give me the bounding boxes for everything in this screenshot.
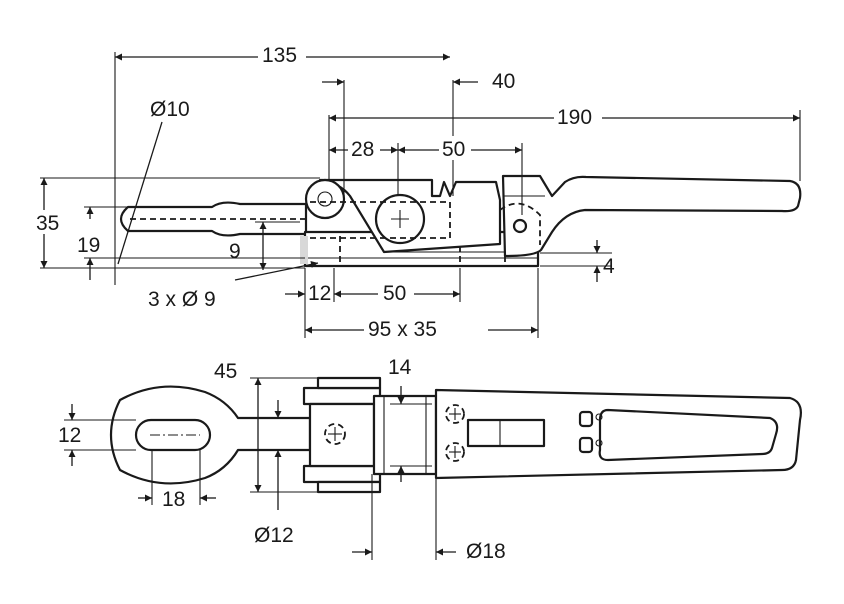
hook-eye [110, 385, 312, 485]
dim-rod-diameter: Ø12 [254, 524, 294, 547]
dim-pivot-spacing-a: 28 [351, 138, 374, 161]
plan-extension-lines [64, 377, 437, 560]
hook-rod [119, 201, 308, 237]
dim-overall-length: 190 [557, 106, 592, 129]
lever-plan [434, 388, 802, 480]
dim-plate-thickness: 4 [603, 255, 615, 278]
dim-hole-edge: 12 [308, 282, 331, 305]
dim-plan-width: 45 [214, 360, 237, 383]
dim-overall-height: 35 [36, 212, 59, 235]
latch-lever [304, 174, 802, 258]
dim-base-plate: 95 x 35 [368, 318, 437, 341]
dim-hook-height: 19 [77, 234, 100, 257]
side-view: 135 40 190 28 50 Ø10 35 19 9 4 3 x Ø 9 1… [34, 43, 802, 342]
dim-overall-hook-reach: 135 [262, 44, 297, 67]
dim-slot-length: 18 [162, 488, 185, 511]
side-extension-lines [40, 52, 801, 338]
dim-pivot-spacing-b: 50 [442, 138, 465, 161]
dim-hole-spacing: 50 [383, 282, 406, 305]
plan-dimension-lines [68, 378, 456, 556]
dim-hook-offset: 9 [229, 240, 241, 263]
dim-hook-diameter: Ø10 [150, 98, 190, 121]
dim-slot-width: 12 [58, 424, 81, 447]
dim-roller-diameter: Ø18 [466, 540, 506, 563]
hinge-block [302, 376, 438, 494]
dim-pin-to-hook: 40 [492, 70, 515, 93]
dim-mounting-holes: 3 x Ø 9 [148, 288, 216, 311]
dim-link-spacing: 14 [388, 356, 412, 379]
plan-view: 45 14 12 18 Ø12 Ø18 [58, 356, 802, 563]
